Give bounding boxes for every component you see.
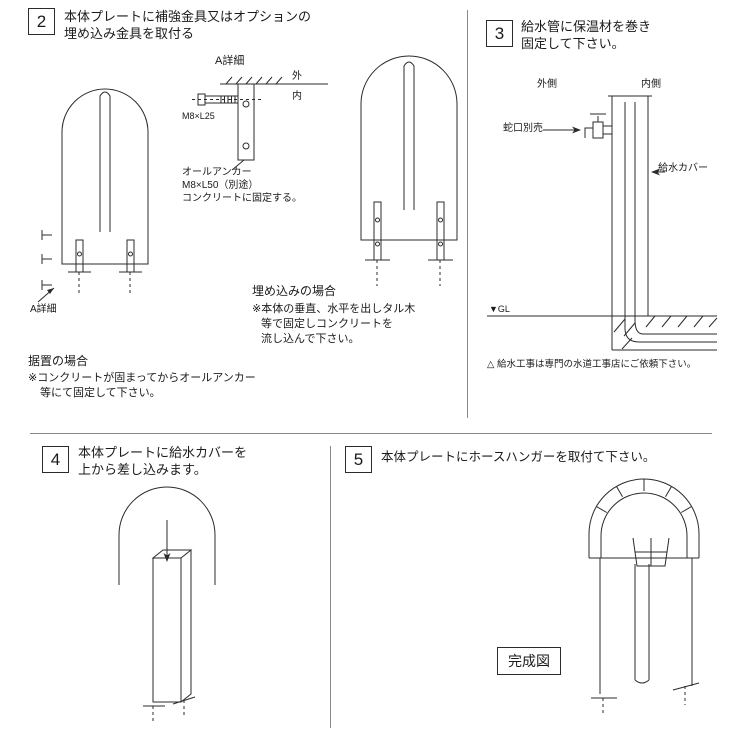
position-tick-marks	[41, 230, 52, 290]
detail-a-ref-label: A詳細	[30, 304, 57, 315]
anchor-note-line2: M8×L50（別途）	[182, 180, 259, 191]
ground-level-label: ▼GL	[489, 304, 510, 314]
outside-side-label: 外側	[537, 79, 557, 90]
down-arrow-icon	[163, 520, 171, 562]
step-3-title-line2: 固定して下さい。	[521, 36, 625, 51]
anchor-note-line3: コンクリートに固定する。	[182, 193, 302, 204]
embed-note-line2: 等で固定しコンクリートを	[261, 318, 393, 330]
divider-vertical-top	[467, 10, 468, 418]
inside-label: 内	[292, 89, 302, 102]
embed-note-line1: ※本体の垂直、水平を出しタル木	[252, 303, 416, 315]
step-5-title: 本体プレートにホースハンガーを取付て下さい。	[381, 450, 656, 464]
main-plate-surface-drawing	[360, 55, 458, 286]
outside-label: 外	[292, 70, 302, 82]
cover-insert-drawing	[118, 486, 216, 721]
surface-case-title: 据置の場合	[28, 354, 89, 368]
detail-a-title: A詳細	[215, 55, 245, 67]
cover-arrow-icon	[651, 168, 665, 176]
water-supply-pipe-drawing: ▼GL	[487, 95, 718, 351]
faucet-arrow-icon	[543, 126, 581, 134]
detail-a-leader-arrow-icon	[37, 287, 55, 303]
embed-note-line3: 流し込んで下さい。	[261, 333, 360, 345]
concrete-hatching	[613, 315, 718, 350]
step-4-title-line2: 上から差し込みます。	[78, 462, 207, 477]
wall-hatching	[225, 76, 283, 85]
surface-note-line2: 等にて固定して下さい。	[40, 387, 161, 399]
hanger-spokes	[596, 479, 692, 513]
hose-hanger-complete-drawing	[588, 478, 700, 716]
completion-figure-label: 完成図	[497, 647, 561, 675]
faucet-label: 蛇口別売	[503, 123, 543, 134]
detail-a-drawing: 外 内 M8×L25	[182, 70, 328, 171]
step-2-title-line2: 埋め込み金具を取付る	[64, 26, 195, 41]
bolt-size-label: M8×L25	[182, 111, 215, 121]
anchor-note-line1: オールアンカー	[182, 167, 252, 178]
main-plate-embedded-drawing	[37, 88, 149, 303]
step-3-title-line1: 給水管に保温材を巻き	[521, 19, 652, 34]
plumbing-warning-note: △ 給水工事は専門の水道工事店にご依頼下さい。	[487, 359, 697, 370]
water-cover-label: 給水カバー	[658, 163, 708, 174]
step-2-title-line1: 本体プレートに補強金具又はオプションの	[64, 9, 312, 24]
faucet-drawing	[584, 113, 612, 139]
embed-case-title: 埋め込みの場合	[252, 284, 337, 298]
step-2-number-badge: 2	[28, 8, 55, 35]
surface-note-line1: ※コンクリートが固まってからオールアンカー	[28, 372, 256, 384]
step-5-number-badge: 5	[345, 446, 372, 473]
step-4-number-badge: 4	[42, 446, 69, 473]
divider-horizontal	[30, 433, 712, 434]
step-4-title-line1: 本体プレートに給水カバーを	[78, 445, 248, 460]
step-3-number-badge: 3	[486, 20, 513, 47]
inside-side-label: 内側	[641, 79, 661, 90]
divider-vertical-bottom	[330, 446, 331, 728]
hose-hook-drawing	[632, 537, 670, 567]
